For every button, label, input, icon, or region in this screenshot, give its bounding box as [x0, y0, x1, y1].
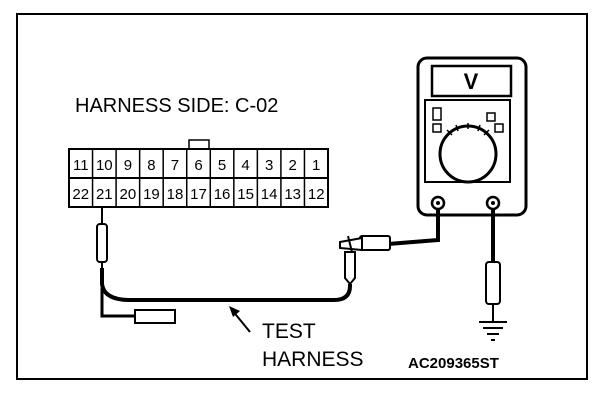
pin-label-4: 4: [241, 157, 249, 174]
negative-probe-icon: [485, 261, 501, 305]
meter-button-left-2: [432, 123, 442, 133]
pin-label-9: 9: [124, 157, 132, 174]
positive-lead-wire: [387, 209, 440, 246]
dial-tick: [455, 124, 459, 132]
pin-label-5: 5: [218, 157, 226, 174]
test-harness-terminal: [344, 251, 356, 286]
pin-label-22: 22: [72, 186, 89, 203]
probe-sleeve: [96, 223, 108, 263]
ground-icon: [479, 321, 507, 341]
dial-tick: [477, 124, 481, 132]
voltmeter-display: [430, 64, 513, 98]
test-harness-branch: [100, 288, 135, 318]
positive-probe-handle: [359, 235, 391, 251]
pin-label-14: 14: [261, 186, 278, 203]
pin-label-2: 2: [289, 157, 297, 174]
pin-label-15: 15: [237, 186, 254, 203]
probe-icon: [96, 208, 108, 268]
pin-label-8: 8: [147, 157, 155, 174]
pin-label-17: 17: [190, 186, 207, 203]
test-harness-label-line1: TEST: [262, 320, 316, 343]
arrow-icon: [229, 306, 251, 333]
pin-label-13: 13: [284, 186, 301, 203]
pin-label-19: 19: [143, 186, 160, 203]
pin-label-16: 16: [214, 186, 231, 203]
meter-button-left-1: [432, 107, 442, 121]
pin-label-11: 11: [73, 157, 89, 174]
figure-code: AC209365ST: [408, 355, 499, 372]
clip-jaw: [347, 235, 353, 253]
dial-tick: [446, 129, 453, 136]
test-harness-wire: [100, 268, 352, 302]
diagram-frame: [16, 13, 588, 380]
test-harness-label-line2: HARNESS: [262, 348, 364, 371]
meter-button-right-1: [486, 112, 496, 122]
meter-jack-positive-center: [436, 201, 440, 205]
meter-dial: [438, 124, 498, 184]
pin-label-3: 3: [265, 157, 273, 174]
meter-jack-negative-center: [491, 201, 495, 205]
voltmeter-symbol: V: [464, 69, 479, 94]
meter-button-right-2: [494, 123, 504, 133]
pin-label-12: 12: [308, 186, 325, 203]
voltmeter-icon: V: [416, 56, 528, 217]
pin-label-7: 7: [171, 157, 179, 174]
pin-label-10: 10: [96, 157, 113, 174]
harness-side-label: HARNESS SIDE: C-02: [75, 95, 278, 117]
pin-label-20: 20: [120, 186, 137, 203]
dial-tick: [483, 129, 490, 136]
pin-label-18: 18: [167, 186, 184, 203]
test-harness-branch-connector: [134, 309, 176, 324]
pin-label-1: 1: [312, 157, 320, 174]
pin-label-6: 6: [194, 157, 202, 174]
pin-label-21: 21: [96, 186, 113, 203]
